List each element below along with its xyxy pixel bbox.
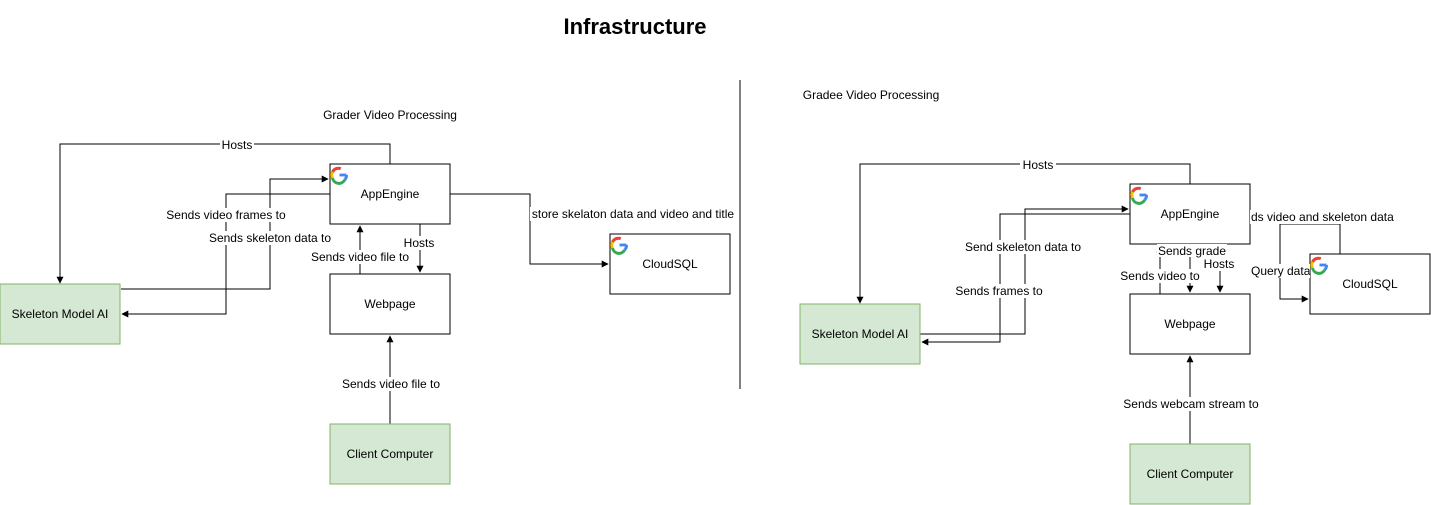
edge-label-client-upload: Sends video file to	[342, 377, 440, 391]
grader-section-label: Grader Video Processing	[323, 108, 457, 122]
edge-label-send-frames: Sends frames to	[955, 284, 1043, 298]
skeleton-model-label: Skeleton Model AI	[12, 307, 109, 321]
edge-label-query-data: Query data	[1251, 264, 1311, 278]
cloudsql-node: CloudSQL	[609, 233, 731, 295]
edge-send-skeleton-data	[920, 205, 1129, 335]
edge-label-webcam-stream: Sends webcam stream to	[1123, 397, 1259, 411]
client-computer-node: Client Computer	[329, 423, 451, 485]
webpage-node: Webpage	[1129, 293, 1251, 355]
client-computer-node: Client Computer	[1129, 443, 1251, 505]
edge-label-hosts-webpage: Hosts	[404, 236, 435, 250]
gradee-section-label: Gradee Video Processing	[803, 88, 940, 102]
grader-diagram: Grader Video Processing AppEngine Webpag…	[0, 108, 736, 485]
edge-label-video-frames: Sends video frames to	[166, 208, 286, 222]
webpage-label: Webpage	[1164, 317, 1215, 331]
cloudsql-label: CloudSQL	[1342, 277, 1398, 291]
edge-video-frames	[121, 193, 330, 318]
edge-store-data	[450, 193, 609, 268]
gradee-diagram: Gradee Video Processing AppEngine Webpag…	[799, 88, 1431, 505]
edge-label-hosts: Hosts	[1023, 158, 1054, 172]
appengine-node: AppEngine	[1129, 183, 1251, 245]
cloudsql-node: CloudSQL	[1309, 253, 1431, 315]
edge-send-frames	[921, 213, 1130, 346]
client-computer-label: Client Computer	[1147, 467, 1234, 481]
appengine-node: AppEngine	[329, 163, 451, 225]
client-computer-label: Client Computer	[347, 447, 434, 461]
edge-label-sends-video: Sends video to	[1120, 269, 1200, 283]
edge-label-store-data: store skelaton data and video and title	[532, 207, 734, 221]
edge-label-sends-grade: Sends grade	[1158, 244, 1226, 258]
skeleton-model-node: Skeleton Model AI	[0, 283, 121, 345]
appengine-label: AppEngine	[361, 187, 420, 201]
skeleton-model-label: Skeleton Model AI	[812, 327, 909, 341]
appengine-label: AppEngine	[1161, 207, 1220, 221]
edge-label-send-skeleton-data: Send skeleton data to	[965, 240, 1081, 254]
cloudsql-label: CloudSQL	[642, 257, 698, 271]
edge-label-hosts-webpage: Hosts	[1204, 257, 1235, 271]
edge-label-hosts: Hosts	[222, 138, 253, 152]
edge-label-skeleton-data: Sends skeleton data to	[209, 231, 331, 245]
webpage-node: Webpage	[329, 273, 451, 335]
edge-label-video-skeleton: ds video and skeleton data	[1251, 210, 1394, 224]
edge-label-video-file-up: Sends video file to	[311, 250, 409, 264]
webpage-label: Webpage	[364, 297, 415, 311]
skeleton-model-node: Skeleton Model AI	[799, 303, 921, 365]
page-title: Infrastructure	[563, 14, 707, 39]
